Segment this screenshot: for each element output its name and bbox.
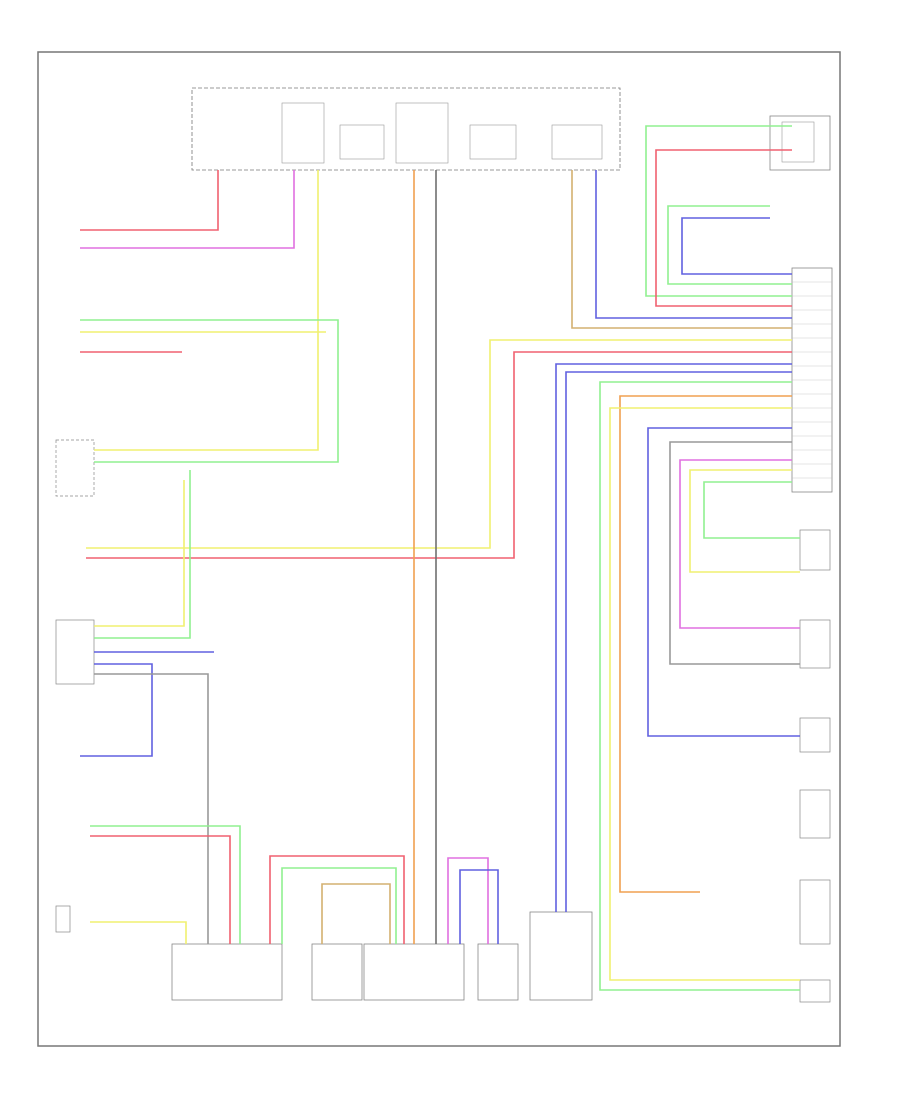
wire-green-right-1 bbox=[645, 125, 792, 297]
left-sensor-2 bbox=[55, 619, 95, 685]
top-submodule-2 bbox=[339, 124, 385, 160]
wire-yellow-right-11 bbox=[689, 469, 800, 573]
wire-orange-right-6 bbox=[619, 395, 792, 893]
wire-green-right-12 bbox=[703, 481, 800, 539]
wire-gray-lower-left bbox=[94, 673, 209, 944]
top-module-frame bbox=[191, 87, 621, 171]
wire-green-lower-left bbox=[94, 470, 191, 639]
wire-pink-right-10 bbox=[679, 459, 800, 629]
wire-red-bottom-left bbox=[90, 835, 231, 944]
right-sensor-c bbox=[799, 717, 831, 753]
left-sensor-3 bbox=[55, 905, 71, 933]
top-submodule-5 bbox=[551, 124, 603, 160]
wire-violet-bottom-4 bbox=[447, 857, 489, 944]
relay-inner bbox=[781, 121, 815, 163]
wire-blue-lower-left-2 bbox=[80, 663, 153, 757]
wire-pink-top-left bbox=[80, 170, 295, 249]
left-sensor-1 bbox=[55, 439, 95, 497]
wire-yellow-mid bbox=[86, 339, 792, 549]
wire-blue-right-2 bbox=[681, 217, 792, 275]
wire-gray-right-9 bbox=[669, 441, 800, 665]
wire-blue-top-right bbox=[595, 170, 792, 319]
wire-yellow-top bbox=[94, 170, 319, 451]
right-connector-pins bbox=[792, 281, 832, 479]
bottom-module-2 bbox=[311, 943, 363, 1001]
wire-green-right-2 bbox=[667, 205, 792, 285]
wire-green-bottom-2 bbox=[281, 867, 397, 944]
bottom-module-4 bbox=[477, 943, 519, 1001]
right-sensor-f bbox=[799, 979, 831, 1003]
wire-green-bottom-left bbox=[90, 825, 241, 944]
top-submodule-1 bbox=[281, 102, 325, 164]
wire-blue-right-8 bbox=[647, 427, 800, 737]
wire-red-bottom-1 bbox=[269, 855, 405, 944]
wire-yellow-lower-left bbox=[94, 480, 185, 627]
top-module bbox=[191, 87, 621, 171]
relay-frame bbox=[769, 115, 831, 171]
wire-blue-right-3 bbox=[555, 363, 792, 912]
top-submodule-4 bbox=[469, 124, 517, 160]
wire-red-top-left bbox=[80, 170, 219, 231]
wire-yellow-right-7 bbox=[609, 407, 800, 981]
wire-blue-right-4 bbox=[565, 371, 792, 912]
wire-blue-bottom-5 bbox=[459, 869, 499, 944]
wire-green-left bbox=[80, 319, 339, 463]
top-right-relay bbox=[769, 115, 831, 171]
top-submodule-3 bbox=[395, 102, 449, 164]
right-sensor-e bbox=[799, 879, 831, 945]
wires bbox=[80, 125, 800, 991]
diagram-border bbox=[37, 51, 841, 1047]
wire-red-mid bbox=[86, 351, 792, 559]
bottom-module-1 bbox=[171, 943, 283, 1001]
wire-yellow-bottom-left bbox=[90, 921, 187, 944]
bottom-module-5 bbox=[529, 911, 593, 1001]
right-sensor-a bbox=[799, 529, 831, 571]
right-sensor-d bbox=[799, 789, 831, 839]
wire-green-right-5 bbox=[599, 381, 800, 991]
wire-red-right-1 bbox=[655, 149, 792, 307]
right-sensor-b bbox=[799, 619, 831, 669]
wire-tan-top-right bbox=[571, 170, 792, 329]
bottom-module-3 bbox=[363, 943, 465, 1001]
wire-tan-bottom-3 bbox=[321, 883, 391, 944]
